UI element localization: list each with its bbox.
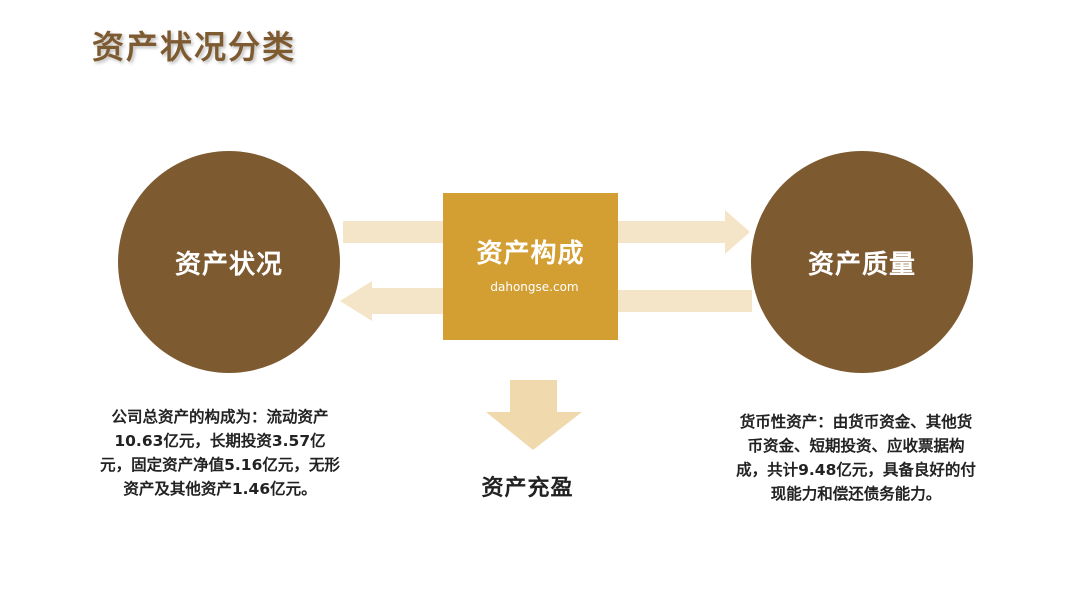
node-asset-composition-label: 资产构成 bbox=[476, 239, 585, 269]
page-title: 资产状况分类 bbox=[92, 28, 297, 66]
arrow-down-icon bbox=[486, 380, 582, 450]
node-asset-quality: 资产质量 bbox=[751, 151, 973, 373]
right-lower-bar bbox=[618, 290, 752, 312]
watermark-text: dahongse.com bbox=[490, 280, 579, 294]
node-asset-status: 资产状况 bbox=[118, 151, 340, 373]
node-asset-abundant-label: 资产充盈 bbox=[481, 476, 574, 501]
node-asset-composition: 资产构成 dahongse.com bbox=[443, 193, 618, 340]
right-description: 货币性资产：由货币资金、其他货币资金、短期投资、应收票据构成，共计9.48亿元，… bbox=[736, 413, 976, 504]
node-asset-status-label: 资产状况 bbox=[174, 249, 283, 280]
arrow-to-left-icon bbox=[340, 281, 443, 321]
left-description: 公司总资产的构成为：流动资产10.63亿元，长期投资3.57亿元，固定资产净值5… bbox=[100, 408, 340, 499]
arrow-to-right-icon bbox=[618, 210, 750, 254]
node-asset-quality-label: 资产质量 bbox=[807, 249, 916, 280]
left-upper-bar bbox=[343, 221, 443, 243]
